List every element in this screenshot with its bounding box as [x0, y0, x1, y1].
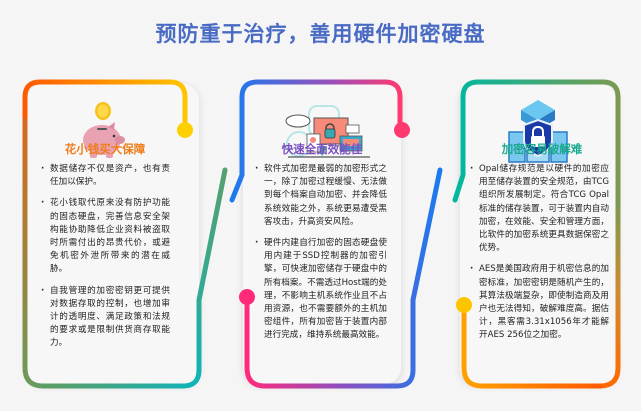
piggy-bank-icon	[83, 102, 125, 158]
card-1-bullet: 数据储存不仅是资产，也有责任加以保护。	[40, 163, 170, 189]
card-3-title: 加密容易破解难	[501, 142, 583, 156]
card-2-bullet: 软件式加密是最弱的加密形式之一，除了加密过程缓慢、无法做到每个档案自动加密、并会…	[254, 163, 387, 229]
card-1-top-border	[22, 79, 188, 133]
card-2-dot-bottom	[239, 289, 255, 305]
card-1-bottom-border	[22, 117, 228, 389]
card-1-dot	[177, 122, 193, 138]
card-1-title: 花小钱买大保障	[64, 142, 146, 156]
shield-lock-icon	[508, 100, 568, 163]
card-1-body: 数据储存不仅是资产，也有责任加以保护。 花小钱取代原来没有防护功能的固态硬盘，完…	[40, 163, 170, 359]
card-2-top-border	[229, 79, 403, 203]
card-1-bullet: 自我管理的加密密钥更可提供对数据存取的控制，也增加审计的透明度、满足政策和法规的…	[40, 285, 170, 351]
page-title: 预防重于治疗，善用硬件加密硬盘	[155, 22, 486, 46]
card-2-body: 软件式加密是最弱的加密形式之一，除了加密过程缓慢、无法做到每个档案自动加密、并会…	[254, 163, 387, 351]
card-3-bottom-border	[461, 302, 603, 389]
card-3-right-border	[597, 197, 621, 389]
card-2-bottom-border	[244, 167, 443, 389]
card-2-dot	[394, 122, 410, 138]
card-3-bullet: AES是美国政府用于机密信息的加密标准，加密密钥是随机产生的，其算法极端复杂，即…	[469, 263, 609, 342]
card-3-body: Opal储存规范是以硬件的加密应用至储存装置的安全规范，由TCG组织所发展制定。…	[469, 163, 609, 351]
card-1-bullet: 花小钱取代原来没有防护功能的固态硬盘，完善信息安全架构能协助降低企业资料被盗取时…	[40, 197, 170, 276]
card-3-bullet: Opal储存规范是以硬件的加密应用至储存装置的安全规范，由TCG组织所发展制定。…	[469, 163, 609, 255]
card-3-dot	[456, 297, 472, 313]
computer-security-icon	[285, 105, 370, 158]
card-2-bullet: 硬件内建自行加密的固态硬盘使用内建于SSD控制器的加密引擎，可快速加密储存于硬盘…	[254, 237, 387, 343]
card-3-top-border	[452, 79, 621, 203]
card-2-title: 快速全面效能佳	[281, 142, 363, 156]
